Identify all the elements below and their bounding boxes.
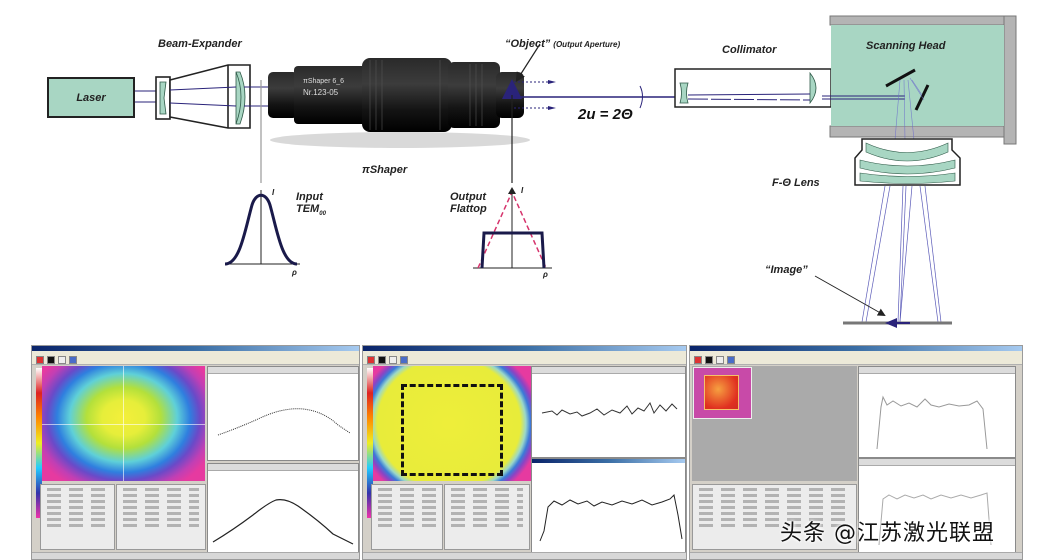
profile-plot-y (531, 458, 686, 553)
screenshot-flattop-profile (362, 345, 687, 560)
beam-expander-label: Beam-Expander (158, 38, 242, 50)
object-aperture (502, 43, 680, 183)
menu-bar (363, 351, 686, 355)
taskbar (32, 552, 359, 559)
laser-source: Laser (47, 77, 135, 118)
taskbar (690, 552, 1022, 559)
results-panel (444, 484, 530, 550)
gaussian-curve-x (217, 408, 351, 436)
profile-plot-x (207, 366, 359, 461)
stop-icon[interactable] (378, 355, 386, 364)
analysis-region-dashed (401, 384, 503, 476)
taskbar (363, 552, 686, 559)
menu-bar (32, 351, 359, 355)
pi-shaper-model-text: πShaper 6_6 (303, 78, 345, 85)
input-label-line1: Input (296, 191, 323, 203)
angle-equation: 2u = 2Θ (578, 106, 633, 123)
settings-panel (371, 484, 443, 550)
flattop-curve-y (539, 493, 683, 542)
crosshair-v (123, 366, 124, 481)
output-axis-rho: ρ (543, 270, 548, 279)
output-flattop-plot (473, 187, 552, 269)
results-panel (692, 484, 857, 550)
toolbar (690, 355, 1022, 365)
square-spot (704, 375, 739, 410)
image-label: “Image” (765, 264, 808, 276)
menu-bar (690, 351, 1022, 355)
input-label-subscript: 00 (319, 211, 326, 218)
optical-diagram (135, 15, 1017, 328)
toolbar (32, 355, 359, 365)
object-label-text: “Object” (505, 38, 551, 50)
screenshot-gaussian-profile (31, 345, 360, 560)
pi-shaper-device (268, 58, 530, 148)
record-icon[interactable] (694, 355, 702, 364)
laser-label: Laser (76, 91, 106, 104)
output-label: Output Flattop (450, 191, 487, 215)
camera-icon[interactable] (716, 355, 724, 364)
results-panel (116, 484, 206, 550)
input-label-line2: TEM00 (296, 203, 326, 218)
square-flattop-curve-x (876, 395, 988, 450)
input-gaussian-plot (224, 190, 300, 266)
beam-map-flattop (373, 366, 531, 481)
watermark: 头条 @江苏激光联盟 (780, 521, 995, 546)
camera-icon[interactable] (389, 355, 397, 364)
stop-icon[interactable] (47, 355, 55, 364)
profile-plot-x (858, 366, 1016, 458)
scanning-head-label: Scanning Head (866, 40, 946, 52)
input-label: Input TEM00 (296, 191, 326, 220)
profile-plot-y (858, 458, 1016, 553)
window-titlebar (32, 346, 359, 351)
collimator-label: Collimator (722, 44, 777, 56)
flattop-noise-curve-x (541, 401, 678, 417)
layout-icon[interactable] (727, 355, 735, 364)
output-label-line1: Output (450, 191, 487, 203)
input-axis-rho: ρ (292, 268, 297, 277)
settings-panel (40, 484, 115, 550)
layout-icon[interactable] (400, 355, 408, 364)
collimator (674, 68, 832, 108)
stop-icon[interactable] (705, 355, 713, 364)
object-note-text: (Output Aperture) (553, 40, 621, 49)
toolbar (363, 355, 686, 365)
pi-shaper-serial-text: Nr.123-05 (303, 88, 339, 97)
camera-icon[interactable] (58, 355, 66, 364)
scanning-head (822, 15, 1017, 145)
record-icon[interactable] (367, 355, 375, 364)
screenshot-square-spot-profile (689, 345, 1023, 560)
profile-plot-x (531, 366, 686, 458)
output-label-line2: Flattop (450, 203, 487, 215)
beam-map-gaussian (42, 366, 205, 481)
color-scale-bar (367, 368, 373, 518)
output-axis-i: I (521, 186, 524, 195)
layout-icon[interactable] (69, 355, 77, 364)
f-theta-lens-label: F-Θ Lens (772, 177, 820, 189)
color-scale-bar (36, 368, 42, 518)
beam-map-square (693, 367, 752, 419)
window-titlebar (363, 346, 686, 351)
f-theta-lens (814, 138, 961, 328)
profile-plot-y (207, 463, 359, 553)
expander-lenses (159, 71, 246, 125)
square-flattop-curve-y (878, 492, 992, 546)
object-label: “Object” (Output Aperture) (505, 38, 620, 50)
window-titlebar (690, 346, 1022, 351)
record-icon[interactable] (36, 355, 44, 364)
input-axis-i: I (272, 188, 275, 197)
gaussian-curve-y (212, 499, 354, 545)
pi-shaper-label: πShaper (362, 164, 408, 176)
